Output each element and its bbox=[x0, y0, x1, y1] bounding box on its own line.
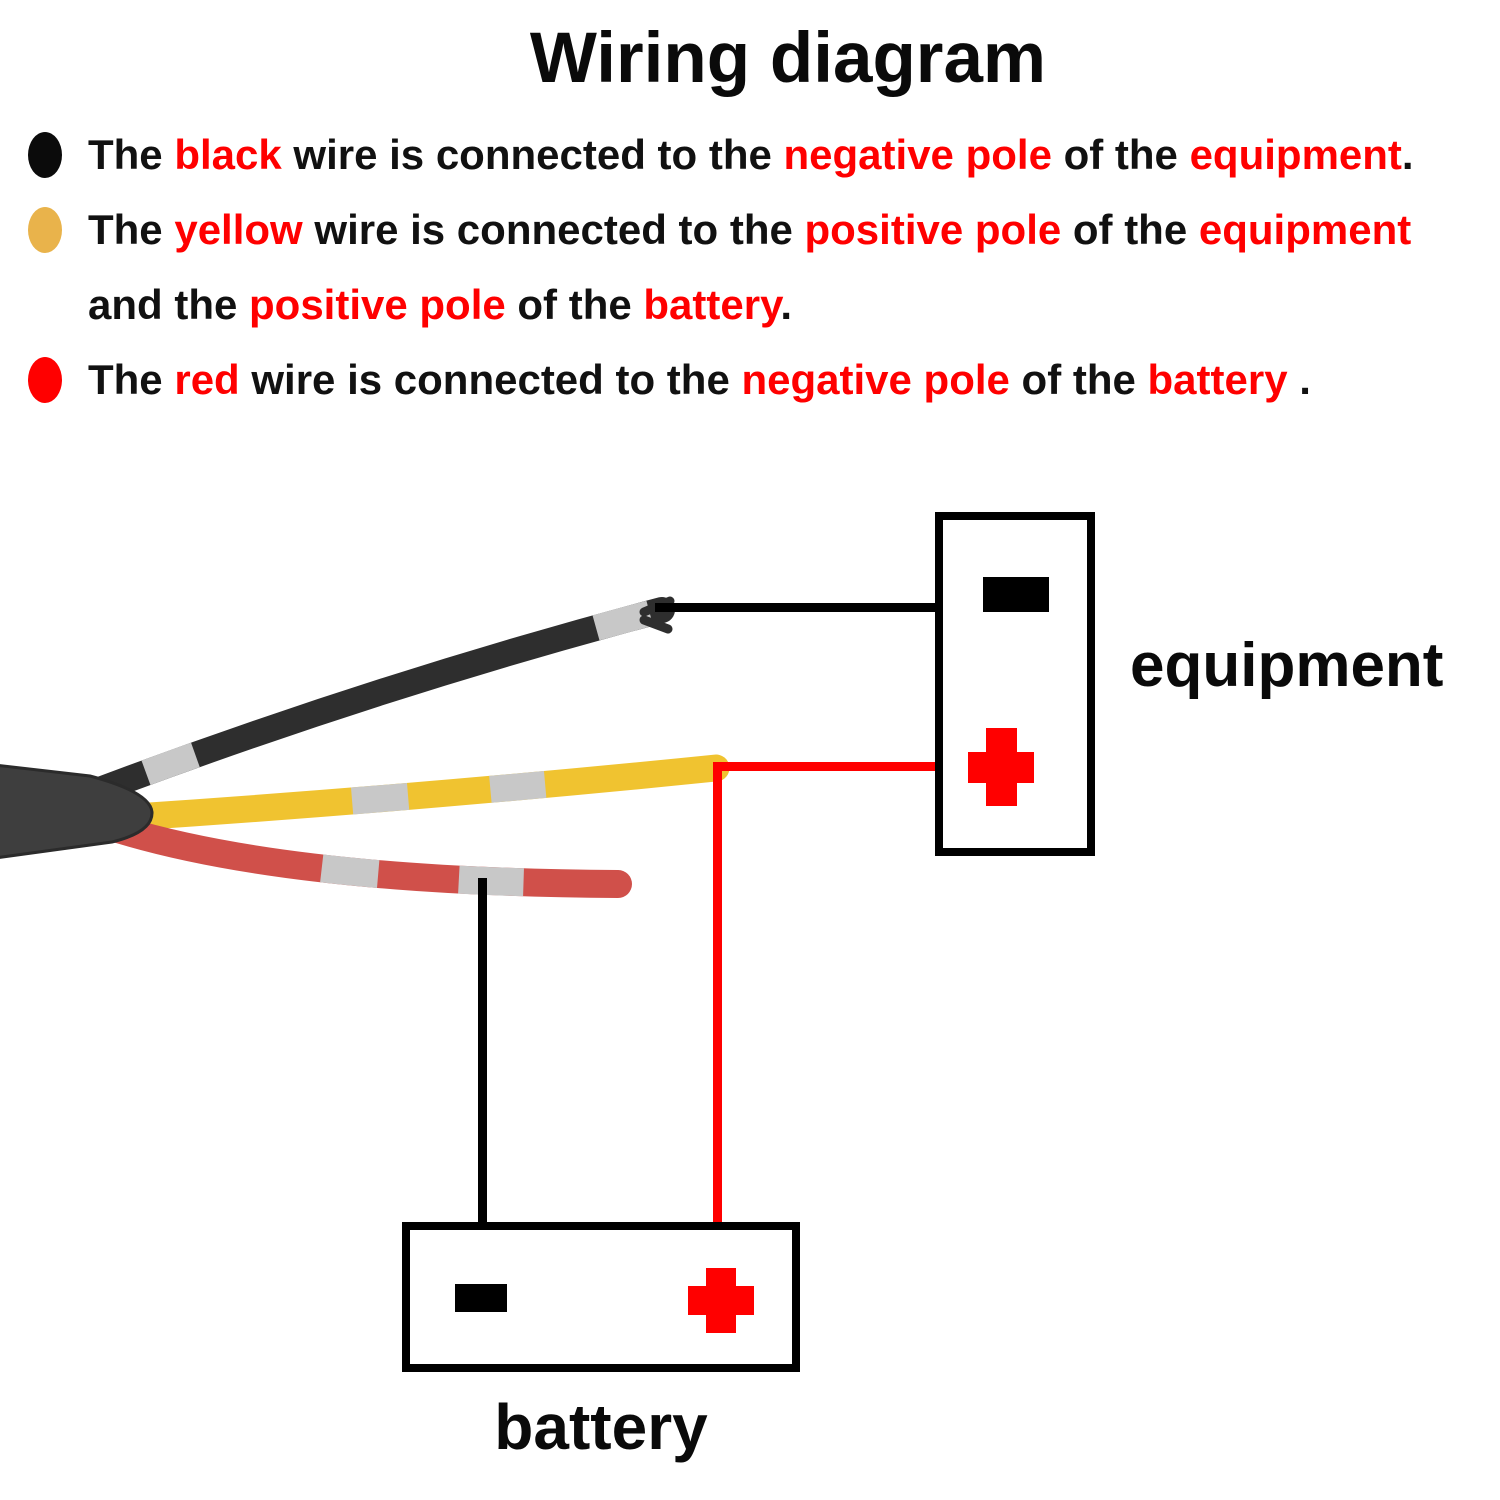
instruction-line-red-wire: The red wire is connected to the negativ… bbox=[28, 353, 1311, 407]
black-wire bbox=[47, 597, 675, 818]
red-wire-bullet-icon bbox=[28, 357, 62, 403]
red-wire-stripped-bands bbox=[80, 804, 619, 898]
equipment-minus-terminal-icon bbox=[983, 577, 1049, 612]
instruction-text: The yellow wire is connected to the posi… bbox=[88, 206, 1412, 253]
red-wire-connector-line-horizontal bbox=[716, 762, 935, 771]
yellow-wire-bullet-icon bbox=[28, 207, 62, 253]
page-title: Wiring diagram bbox=[529, 19, 1047, 98]
instruction-text: and the positive pole of the battery. bbox=[88, 281, 792, 328]
instruction-line-yellow-wire-continued: and the positive pole of the battery. bbox=[28, 278, 792, 332]
battery-label: battery bbox=[494, 1391, 708, 1463]
black-wire-connector-line bbox=[655, 603, 943, 612]
black-wire-bullet-icon bbox=[28, 132, 62, 178]
cable-sheath bbox=[0, 764, 154, 859]
instruction-line-yellow-wire: The yellow wire is connected to the posi… bbox=[28, 203, 1411, 257]
battery-plus-terminal-icon bbox=[688, 1268, 754, 1333]
black-wire-to-battery-connector-line bbox=[478, 878, 487, 1224]
equipment-label: equipment bbox=[1130, 631, 1444, 700]
battery-minus-terminal-icon bbox=[455, 1284, 507, 1312]
instruction-text: The red wire is connected to the negativ… bbox=[88, 356, 1311, 403]
plus-vertical-bar bbox=[706, 1268, 736, 1333]
red-wire-connector-line-vertical bbox=[713, 762, 722, 1224]
black-wire-tip-prong-lower bbox=[639, 615, 673, 634]
instruction-text: The black wire is connected to the negat… bbox=[88, 131, 1414, 178]
yellow-wire bbox=[106, 754, 730, 832]
equipment-plus-terminal-icon bbox=[968, 728, 1034, 806]
instruction-line-black-wire: The black wire is connected to the negat… bbox=[28, 128, 1414, 182]
plus-vertical-bar bbox=[986, 728, 1017, 806]
